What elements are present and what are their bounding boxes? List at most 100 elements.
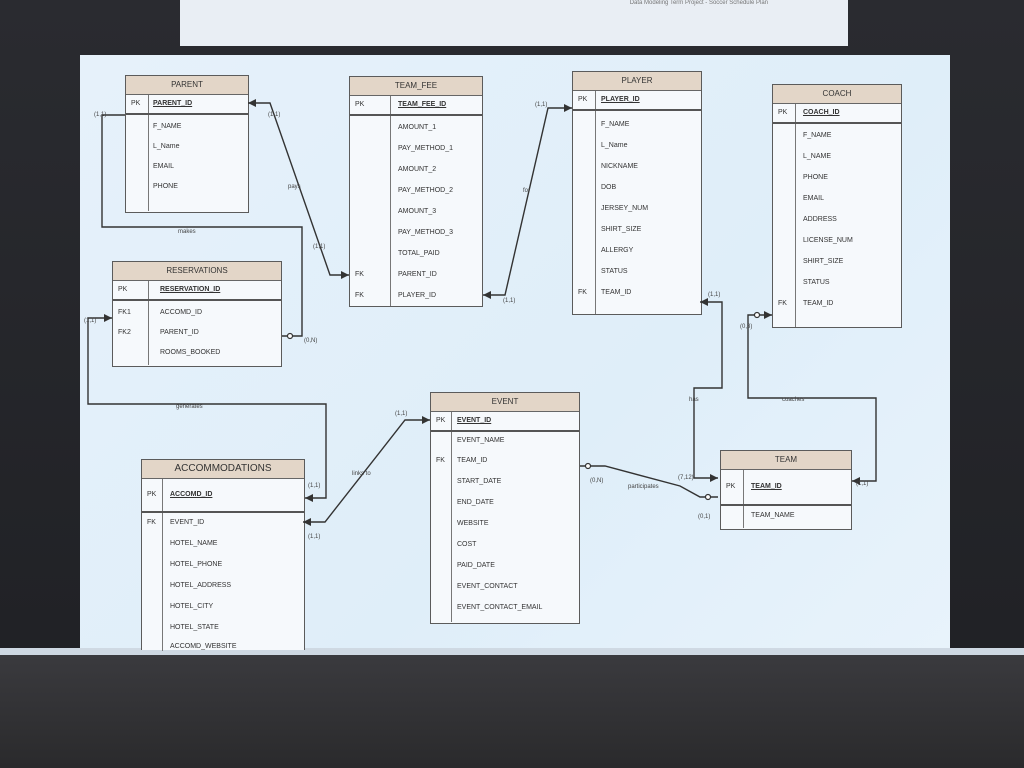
field: L_NAME bbox=[803, 153, 832, 160]
pk-label: PK bbox=[436, 417, 446, 424]
arrow-marker bbox=[248, 99, 256, 107]
arrow-marker bbox=[303, 518, 311, 526]
field: AMOUNT_1 bbox=[398, 124, 437, 131]
field: ACCOMD_WEBSITE bbox=[170, 643, 237, 650]
arrow-marker bbox=[564, 104, 572, 112]
field: EVENT_NAME bbox=[457, 437, 505, 444]
pk-label: PK bbox=[726, 483, 736, 490]
field: PAID_DATE bbox=[457, 562, 495, 569]
arrow-marker bbox=[104, 314, 112, 322]
fk-label: FK bbox=[778, 300, 787, 307]
rel-label-has: has bbox=[689, 397, 699, 403]
pk-row: PK EVENT_ID bbox=[431, 412, 579, 432]
pk-row: PK COACH_ID bbox=[773, 104, 901, 124]
arrow-marker bbox=[483, 291, 491, 299]
header-strip-text: Data Modeling Term Project - Soccer Sche… bbox=[629, 0, 768, 6]
top-paper-strip: Data Modeling Term Project - Soccer Sche… bbox=[180, 0, 848, 46]
field: PHONE bbox=[153, 183, 178, 190]
arrow-marker bbox=[852, 477, 860, 485]
entity-title: TEAM_FEE bbox=[350, 77, 482, 96]
field: HOTEL_STATE bbox=[170, 624, 219, 631]
pk-label: PK bbox=[118, 286, 128, 293]
cardinality-label: (0,3) bbox=[740, 324, 752, 330]
field: F_NAME bbox=[153, 123, 182, 130]
rel-label-links-to: links to bbox=[352, 471, 371, 477]
pk-field: PLAYER_ID bbox=[601, 96, 640, 103]
field: EVENT_ID bbox=[170, 519, 205, 526]
cardinality-label: (1,1) bbox=[94, 112, 106, 118]
cardinality-label: (1,1) bbox=[313, 244, 325, 250]
cardinality-label: (1,1) bbox=[708, 292, 720, 298]
field: LICENSE_NUM bbox=[803, 237, 853, 244]
screen-bottom-edge bbox=[0, 648, 1024, 658]
entity-coach: COACH PK COACH_ID F_NAME L_NAME PHONE EM… bbox=[772, 84, 902, 328]
field: ADDRESS bbox=[803, 216, 837, 223]
entity-title: ACCOMMODATIONS bbox=[142, 460, 304, 479]
field: TOTAL_PAID bbox=[398, 250, 440, 257]
field: AMOUNT_2 bbox=[398, 166, 437, 173]
optional-marker bbox=[584, 462, 592, 470]
field: PAY_METHOD_2 bbox=[398, 187, 453, 194]
fk-label: FK bbox=[436, 457, 445, 464]
field: ALLERGY bbox=[601, 247, 634, 254]
cardinality-label: (0,1) bbox=[698, 514, 710, 520]
fk-label: FK bbox=[147, 519, 156, 526]
optional-marker bbox=[704, 493, 712, 501]
field: NICKNAME bbox=[601, 163, 638, 170]
link-for bbox=[483, 107, 572, 296]
field: HOTEL_CITY bbox=[170, 603, 214, 610]
entity-parent: PARENT PK PARENT_ID F_NAME L_Name EMAIL … bbox=[125, 75, 249, 213]
pk-field: COACH_ID bbox=[803, 109, 840, 116]
rel-label-generates: generates bbox=[176, 404, 203, 410]
rel-label-makes: makes bbox=[178, 229, 196, 235]
field: ACCOMD_ID bbox=[160, 309, 203, 316]
pk-row: PK ACCOMD_ID bbox=[142, 479, 304, 513]
field: STATUS bbox=[601, 268, 628, 275]
pk-field: TEAM_FEE_ID bbox=[398, 101, 447, 108]
rel-label-pays: pays bbox=[288, 184, 301, 190]
field: SHIRT_SIZE bbox=[601, 226, 642, 233]
cardinality-label: (1,1) bbox=[535, 102, 547, 108]
field: JERSEY_NUM bbox=[601, 205, 649, 212]
field: DOB bbox=[601, 184, 617, 191]
rel-label-coaches: coaches bbox=[782, 397, 804, 403]
optional-marker bbox=[753, 311, 761, 319]
pk-label: PK bbox=[578, 96, 588, 103]
field: PARENT_ID bbox=[160, 329, 199, 336]
field: TEAM_ID bbox=[457, 457, 488, 464]
entity-team-fee: TEAM_FEE PK TEAM_FEE_ID AMOUNT_1 PAY_MET… bbox=[349, 76, 483, 307]
cardinality-label: (7,12) bbox=[678, 475, 694, 481]
entity-player: PLAYER PK PLAYER_ID F_NAME L_Name NICKNA… bbox=[572, 71, 702, 315]
field: WEBSITE bbox=[457, 520, 489, 527]
field: PAY_METHOD_3 bbox=[398, 229, 453, 236]
field: START_DATE bbox=[457, 478, 502, 485]
link-pays bbox=[248, 102, 349, 276]
fk-label: FK bbox=[578, 289, 587, 296]
pk-row: PK TEAM_FEE_ID bbox=[350, 96, 482, 116]
link-links-to bbox=[303, 419, 430, 523]
field: PARENT_ID bbox=[398, 271, 437, 278]
field: EMAIL bbox=[153, 163, 175, 170]
cardinality-label: (1,1) bbox=[503, 298, 515, 304]
link-coaches bbox=[747, 314, 877, 482]
cardinality-label: (1,1) bbox=[268, 112, 280, 118]
pk-label: PK bbox=[131, 100, 141, 107]
field: STATUS bbox=[803, 279, 830, 286]
arrow-marker bbox=[341, 271, 349, 279]
entity-event: EVENT PK EVENT_ID EVENT_NAME FK TEAM_ID … bbox=[430, 392, 580, 624]
optional-marker bbox=[286, 332, 294, 340]
pk-field: PARENT_ID bbox=[153, 100, 193, 107]
arrow-marker bbox=[305, 494, 313, 502]
entity-accommodations: ACCOMMODATIONS PK ACCOMD_ID FK EVENT_ID … bbox=[141, 459, 305, 651]
cardinality-label: (1,1) bbox=[308, 534, 320, 540]
fk-label: FK2 bbox=[118, 329, 131, 336]
monitor-bezel bbox=[0, 655, 1024, 768]
field: F_NAME bbox=[601, 121, 630, 128]
entity-title: PLAYER bbox=[573, 72, 701, 91]
field: PLAYER_ID bbox=[398, 292, 436, 299]
arrow-marker bbox=[710, 474, 718, 482]
entity-reservations: RESERVATIONS PK RESERVATION_ID FK1 ACCOM… bbox=[112, 261, 282, 367]
pk-row: PK RESERVATION_ID bbox=[113, 281, 281, 301]
cardinality-label: (0,N) bbox=[590, 478, 603, 484]
field: HOTEL_NAME bbox=[170, 540, 218, 547]
